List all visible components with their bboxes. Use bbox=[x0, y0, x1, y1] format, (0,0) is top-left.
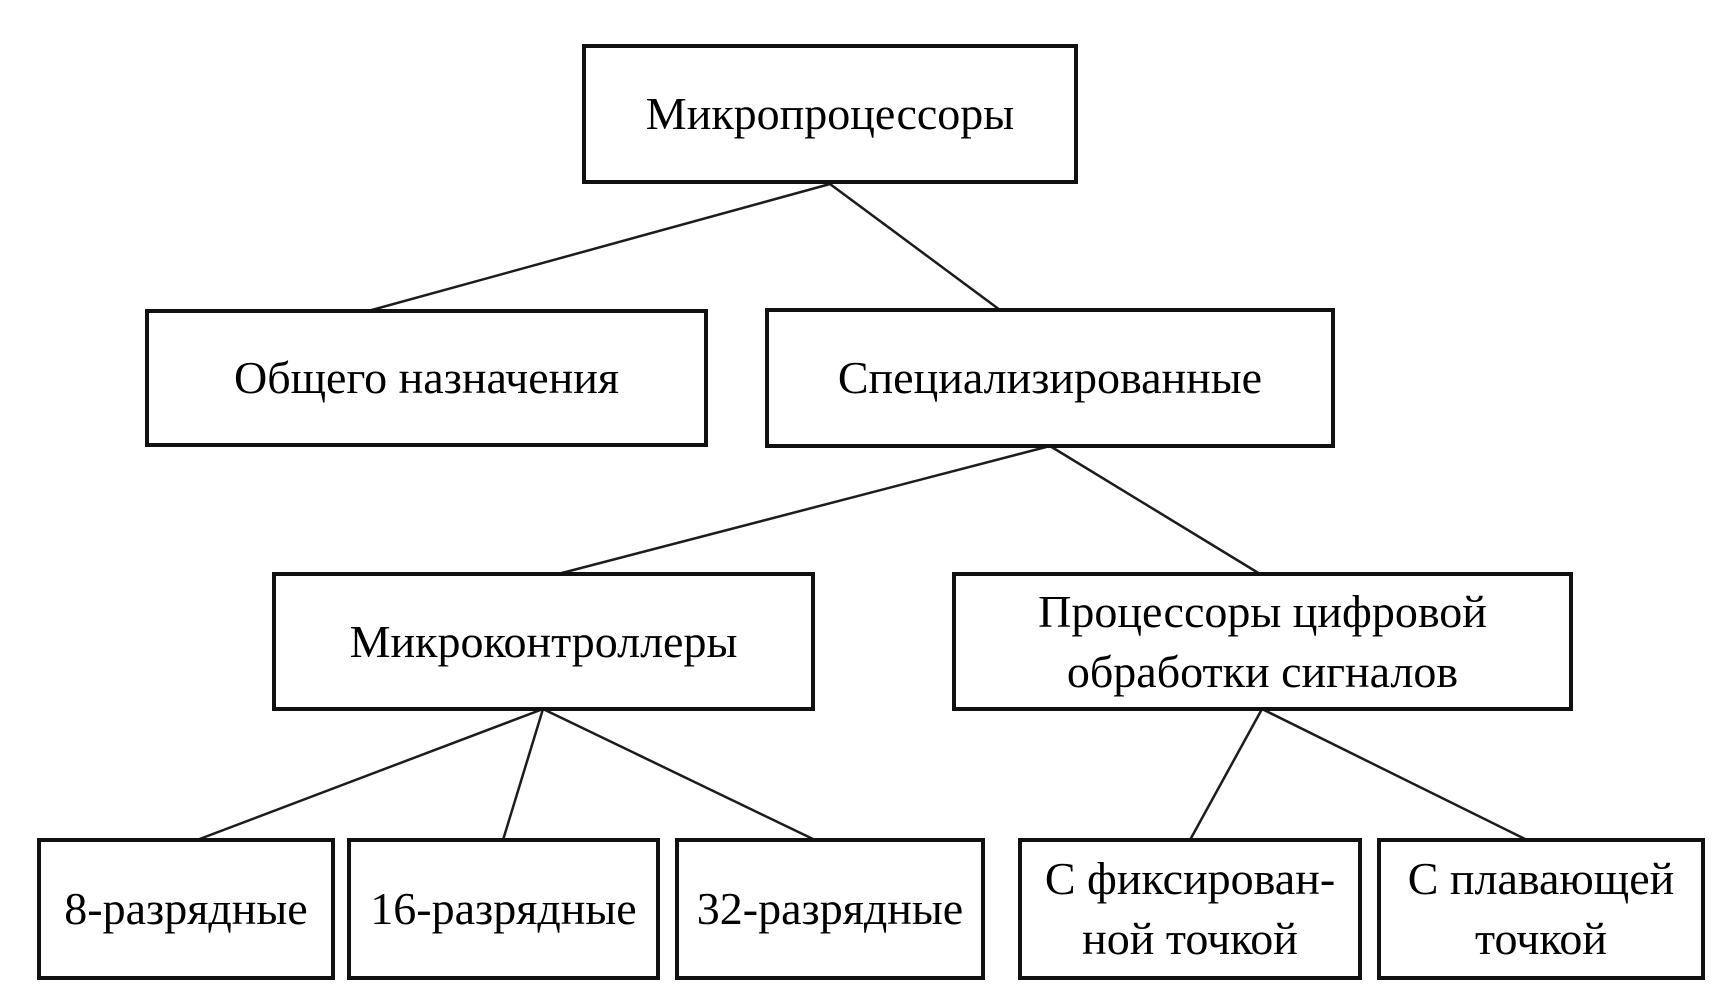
edge-root-special bbox=[829, 182, 1001, 312]
node-microprocessors: Микропроцессоры bbox=[582, 44, 1078, 184]
node-8-bit: 8-разрядные bbox=[37, 838, 335, 980]
edge-special-dsp bbox=[1049, 444, 1261, 576]
node-floating-point: С плавающей точкой bbox=[1377, 838, 1705, 980]
edge-special-mcu bbox=[557, 444, 1051, 576]
edge-mcu-bit16 bbox=[501, 708, 545, 841]
edge-dsp-fixed bbox=[1188, 708, 1264, 841]
node-fixed-point: С фиксирован- ной точкой bbox=[1018, 838, 1362, 980]
edge-root-general bbox=[367, 182, 831, 313]
node-16-bit: 16-разрядные bbox=[347, 838, 660, 980]
edge-dsp-floating bbox=[1261, 707, 1528, 842]
edge-mcu-bit32 bbox=[542, 707, 816, 842]
node-microcontrollers: Микроконтроллеры bbox=[272, 572, 815, 711]
node-general-purpose: Общего назначения bbox=[145, 309, 708, 447]
node-specialized: Специализированные bbox=[765, 308, 1335, 448]
node-digital-signal-processors: Процессоры цифровой обработки сигналов bbox=[952, 572, 1573, 711]
node-32-bit: 32-разрядные bbox=[675, 838, 985, 980]
edge-mcu-bit8 bbox=[196, 707, 544, 842]
